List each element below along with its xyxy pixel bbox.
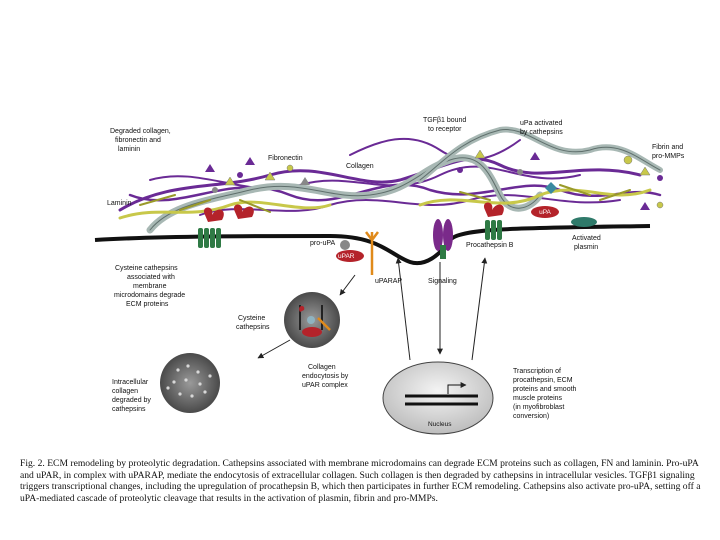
membrane-microdomain-proteins — [198, 228, 221, 248]
upa-blob-label: uPA — [539, 209, 551, 216]
pathway-arrows — [257, 257, 488, 361]
collagen-fibers — [118, 137, 662, 216]
procathepsin-b-icon — [483, 202, 504, 240]
degraded-fragments — [205, 149, 664, 210]
nucleus-label: Nucleus — [428, 421, 452, 428]
cysteine-membrane-label: Cysteine cathepsins associated with memb… — [114, 265, 187, 308]
laminin-label: Laminin — [107, 200, 132, 207]
cathepsin-membrane-icon — [203, 204, 254, 222]
uparap-label: uPARAP — [375, 278, 402, 285]
nucleus: Nucleus — [382, 361, 494, 435]
laminin-fibers — [118, 184, 652, 220]
procathepsin-label: Procathepsin B — [466, 242, 514, 249]
collagen-endocytosis-label: Collagen endocytosis by uPAR complex — [302, 364, 350, 389]
signaling-label: Signaling — [428, 278, 457, 285]
tgf-receptor-icon — [433, 219, 453, 259]
cysteine-cathepsins-label: Cysteine cathepsins — [236, 315, 270, 331]
pro-upa-label: pro-uPA — [310, 240, 335, 247]
tgf-label: TGFβ1 bound to receptor — [423, 117, 468, 133]
degradation-vesicle — [160, 353, 220, 413]
upa-activated-label: uPa activated by cathepsins — [520, 120, 564, 136]
fibrin-label: Fibrin and pro-MMPs — [652, 144, 685, 160]
upar-complex-icon — [336, 231, 379, 275]
upa-activated-icon: uPA — [531, 182, 559, 218]
intracellular-label: Intracellular collagen degraded by cathe… — [112, 379, 153, 413]
caption-text: Fig. 2. ECM remodeling by proteolytic de… — [20, 458, 701, 504]
activated-plasmin-icon — [571, 217, 597, 227]
fibronectin-label: Fibronectin — [268, 155, 303, 162]
figure-caption: Fig. 2. ECM remodeling by proteolytic de… — [20, 458, 710, 504]
upar-label: uPAR — [338, 253, 355, 260]
fibronectin-fibers — [146, 126, 663, 234]
endocytic-vesicle — [284, 292, 340, 348]
activated-plasmin-label: Activated plasmin — [572, 235, 603, 251]
transcription-label: Transcription of procathepsin, ECM prote… — [513, 368, 578, 420]
collagen-label: Collagen — [346, 163, 374, 170]
degraded-label: Degraded collagen, fibronectin and lamin… — [110, 128, 173, 153]
